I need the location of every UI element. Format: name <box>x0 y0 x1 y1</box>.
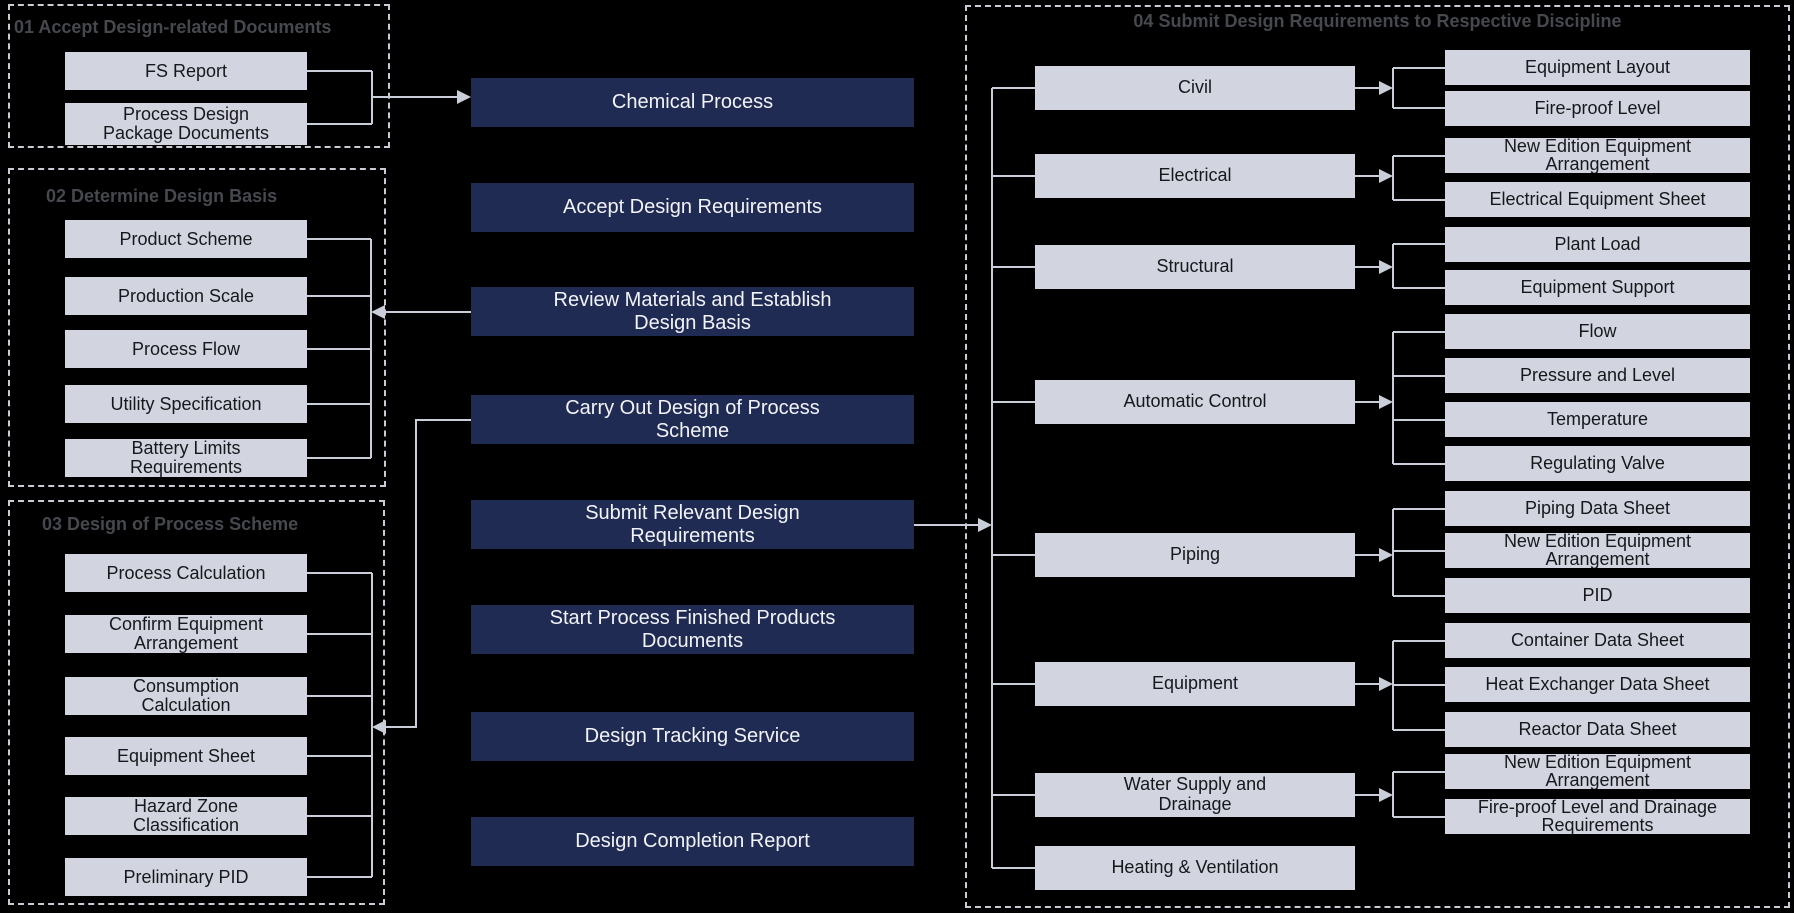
group-01-title: 01 Accept Design-related Documents <box>14 17 332 37</box>
node-product-scheme: Product Scheme <box>65 220 307 258</box>
group-04-border <box>965 5 1790 908</box>
output-electrical-equipment-sheet: Electrical Equipment Sheet <box>1445 182 1750 217</box>
group-02-border <box>8 168 386 487</box>
group-03-border <box>8 500 385 905</box>
node-battery-limits-requirements: Battery Limits Requirements <box>65 439 307 477</box>
node-utility-specification: Utility Specification <box>65 385 307 423</box>
output-piping-data-sheet: Piping Data Sheet <box>1445 491 1750 526</box>
output-new-edition-equipment-arrangement-water: New Edition Equipment Arrangement <box>1445 754 1750 789</box>
group-04-title: 04 Submit Design Requirements to Respect… <box>1133 11 1622 31</box>
output-plant-load: Plant Load <box>1445 227 1750 262</box>
discipline-piping: Piping <box>1035 533 1355 577</box>
output-pid: PID <box>1445 578 1750 613</box>
output-new-edition-equipment-arrangement-electrical: New Edition Equipment Arrangement <box>1445 138 1750 173</box>
node-process-design-package-documents: Process Design Package Documents <box>65 103 307 145</box>
node-fs-report: FS Report <box>65 52 307 90</box>
output-flow: Flow <box>1445 314 1750 349</box>
discipline-civil: Civil <box>1035 66 1355 110</box>
step-start-finished-products: Start Process Finished Products Document… <box>471 605 914 654</box>
step-accept-design-requirements: Accept Design Requirements <box>471 183 914 232</box>
node-confirm-equipment-arrangement: Confirm Equipment Arrangement <box>65 615 307 653</box>
node-preliminary-pid: Preliminary PID <box>65 858 307 896</box>
step-chemical-process: Chemical Process <box>471 78 914 127</box>
node-consumption-calculation: Consumption Calculation <box>65 677 307 715</box>
group-02-title: 02 Determine Design Basis <box>46 186 278 206</box>
group-01-border <box>8 4 390 148</box>
node-process-calculation: Process Calculation <box>65 554 307 592</box>
output-heat-exchanger-data-sheet: Heat Exchanger Data Sheet <box>1445 667 1750 702</box>
group-03-title: 03 Design of Process Scheme <box>42 514 299 534</box>
discipline-automatic-control: Automatic Control <box>1035 380 1355 424</box>
step-design-tracking-service: Design Tracking Service <box>471 712 914 761</box>
step-submit-relevant-requirements: Submit Relevant Design Requirements <box>471 500 914 549</box>
node-equipment-sheet: Equipment Sheet <box>65 737 307 775</box>
step-design-completion-report: Design Completion Report <box>471 817 914 866</box>
output-new-edition-equipment-arrangement-piping: New Edition Equipment Arrangement <box>1445 533 1750 568</box>
output-regulating-valve: Regulating Valve <box>1445 446 1750 481</box>
discipline-water-supply-drainage: Water Supply and Drainage <box>1035 773 1355 817</box>
output-container-data-sheet: Container Data Sheet <box>1445 623 1750 658</box>
output-equipment-layout: Equipment Layout <box>1445 50 1750 85</box>
step-carry-out-design: Carry Out Design of Process Scheme <box>471 395 914 444</box>
output-reactor-data-sheet: Reactor Data Sheet <box>1445 712 1750 747</box>
node-production-scale: Production Scale <box>65 277 307 315</box>
node-process-flow: Process Flow <box>65 330 307 368</box>
output-fire-proof-level: Fire-proof Level <box>1445 91 1750 126</box>
node-hazard-zone-classification: Hazard Zone Classification <box>65 797 307 835</box>
output-equipment-support: Equipment Support <box>1445 270 1750 305</box>
output-temperature: Temperature <box>1445 402 1750 437</box>
output-fire-proof-level-drainage-requirements: Fire-proof Level and Drainage Requiremen… <box>1445 799 1750 834</box>
discipline-electrical: Electrical <box>1035 154 1355 198</box>
discipline-equipment: Equipment <box>1035 662 1355 706</box>
discipline-structural: Structural <box>1035 245 1355 289</box>
output-pressure-and-level: Pressure and Level <box>1445 358 1750 393</box>
discipline-heating-ventilation: Heating & Ventilation <box>1035 846 1355 890</box>
step-review-materials: Review Materials and Establish Design Ba… <box>471 287 914 336</box>
